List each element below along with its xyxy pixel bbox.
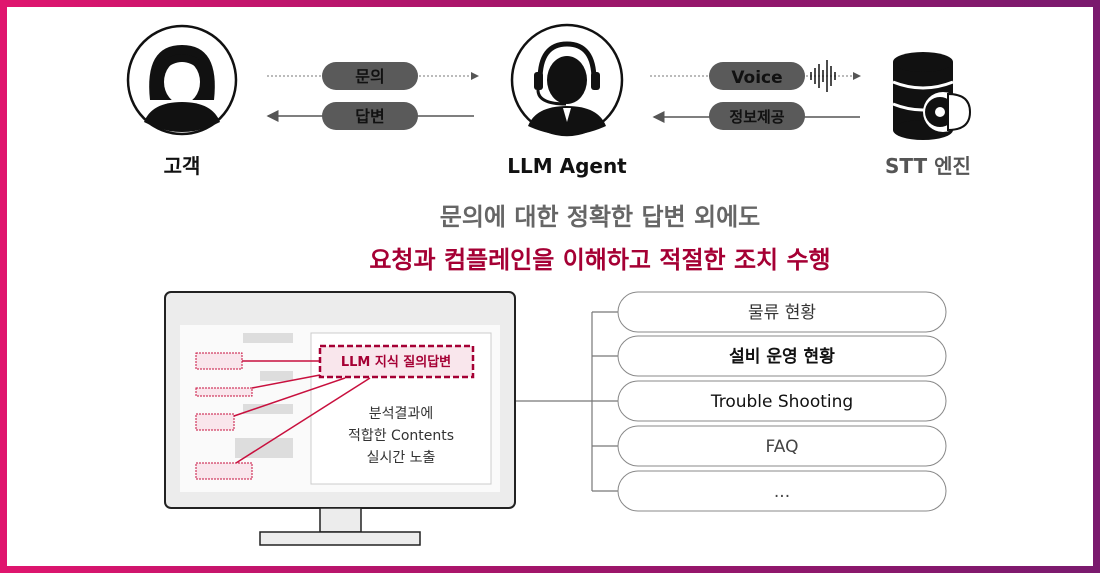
stt-label: STT 엔진 xyxy=(885,154,971,178)
headline-line2: 요청과 컴플레인을 이해하고 적절한 조치 수행 xyxy=(369,246,830,274)
answer-label: 답변 xyxy=(355,107,384,126)
info-label: 정보제공 xyxy=(729,108,784,126)
inquiry-pill xyxy=(322,62,418,90)
screen-desc-1: 분석결과에 xyxy=(369,406,433,422)
content-item: ... xyxy=(774,482,790,502)
screen-desc-2: 적합한 Contents xyxy=(348,428,454,444)
bracket-connector xyxy=(516,311,618,492)
answer-pill xyxy=(322,102,418,130)
customer-icon xyxy=(126,24,238,136)
info-pill xyxy=(709,102,805,130)
soundwave-icon xyxy=(810,60,836,92)
content-item: Trouble Shooting xyxy=(710,392,853,412)
highlight-label: LLM 지식 질의답변 xyxy=(341,354,451,370)
customer-label: 고객 xyxy=(164,154,201,178)
agent-label: LLM Agent xyxy=(507,154,627,178)
content-item: 설비 운영 현황 xyxy=(729,347,835,367)
content-list: 물류 현황 설비 운영 현황 Trouble Shooting FAQ ... xyxy=(617,291,947,512)
highlight-box xyxy=(318,344,475,379)
screen-desc-3: 실시간 노출 xyxy=(367,450,436,466)
monitor xyxy=(164,291,516,546)
content-item: 물류 현황 xyxy=(748,303,816,323)
voice-label: Voice xyxy=(731,68,782,88)
voice-pill xyxy=(709,62,805,90)
headline-line1: 문의에 대한 정확한 답변 외에도 xyxy=(440,203,760,231)
inquiry-label: 문의 xyxy=(355,67,384,86)
content-item: FAQ xyxy=(766,437,799,457)
database-brain-icon xyxy=(892,52,972,140)
agent-headset-icon xyxy=(510,23,624,137)
